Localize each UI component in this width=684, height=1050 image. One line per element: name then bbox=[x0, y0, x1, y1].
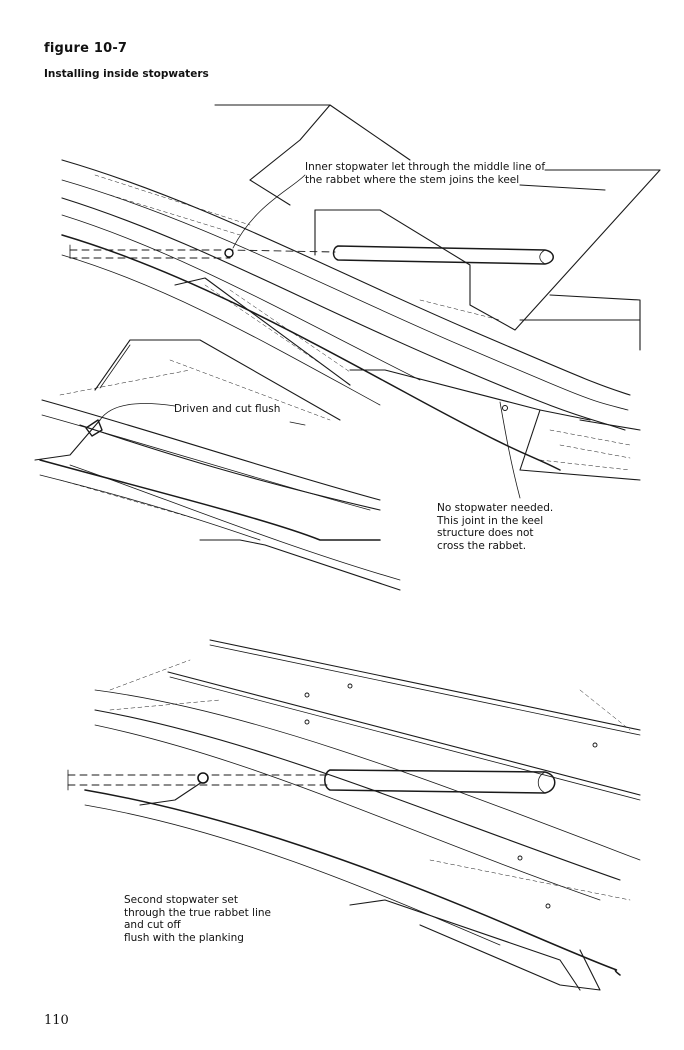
figure-caption: Installing inside stopwaters bbox=[44, 68, 209, 80]
callout-driven-cut-flush: Driven and cut flush bbox=[174, 403, 281, 415]
callout-second-stopwater: Second stopwater set through the true ra… bbox=[124, 894, 271, 944]
middle-drawing bbox=[34, 339, 521, 591]
page-number: 110 bbox=[44, 1013, 69, 1028]
top-drawing bbox=[61, 104, 661, 481]
bottom-drawing bbox=[67, 639, 641, 991]
callout-inner-stopwater: Inner stopwater let through the middle l… bbox=[305, 161, 546, 186]
figure-number: figure 10-7 bbox=[44, 41, 128, 56]
callout-no-stopwater: No stopwater needed. This joint in the k… bbox=[437, 502, 554, 552]
